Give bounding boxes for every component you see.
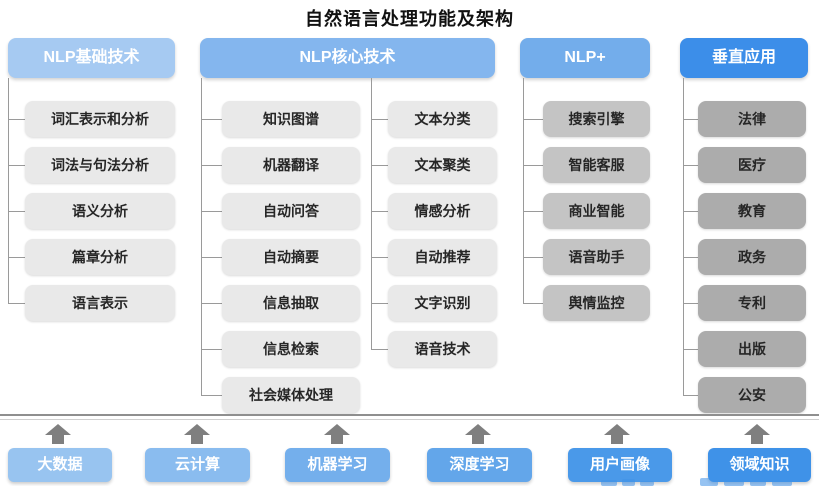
node-voice-assistant: 语音助手 — [543, 239, 650, 275]
connector-tick — [371, 349, 388, 350]
node-public-opinion-monitoring: 舆情监控 — [543, 285, 650, 321]
connector-tick — [371, 211, 388, 212]
up-arrow-icon — [744, 424, 770, 444]
connector-tick — [201, 395, 222, 396]
foundation-separator-line — [0, 414, 819, 420]
watermark-fragment — [601, 480, 617, 486]
node-medical: 医疗 — [698, 147, 806, 183]
node-knowledge-graph: 知识图谱 — [222, 101, 360, 137]
connector-tick — [523, 211, 543, 212]
connector-tick — [683, 119, 698, 120]
node-patent: 专利 — [698, 285, 806, 321]
node-semantic-analysis: 语义分析 — [25, 193, 175, 229]
connector-tick — [8, 303, 25, 304]
connector-trunk-col2-right — [371, 78, 372, 349]
foundation-deep-learning: 深度学习 — [427, 448, 532, 482]
header-nlp-plus: NLP+ — [520, 38, 650, 78]
connector-tick — [201, 119, 222, 120]
connector-tick — [523, 165, 543, 166]
connector-tick — [683, 395, 698, 396]
connector-tick — [371, 303, 388, 304]
up-arrow-icon — [184, 424, 210, 444]
connector-trunk-col2-left — [201, 78, 202, 395]
up-arrow-icon — [465, 424, 491, 444]
node-smart-customer-service: 智能客服 — [543, 147, 650, 183]
connector-tick — [371, 165, 388, 166]
connector-trunk-col1 — [8, 78, 9, 303]
node-machine-translation: 机器翻译 — [222, 147, 360, 183]
connector-tick — [201, 303, 222, 304]
up-arrow-icon — [324, 424, 350, 444]
node-publishing: 出版 — [698, 331, 806, 367]
node-education: 教育 — [698, 193, 806, 229]
up-arrow-icon — [45, 424, 71, 444]
connector-tick — [683, 165, 698, 166]
foundation-user-profile: 用户画像 — [568, 448, 672, 482]
connector-tick — [523, 303, 543, 304]
node-government: 政务 — [698, 239, 806, 275]
foundation-big-data: 大数据 — [8, 448, 112, 482]
connector-tick — [683, 257, 698, 258]
header-vertical-apps: 垂直应用 — [680, 38, 808, 78]
header-nlp-basic: NLP基础技术 — [8, 38, 175, 78]
node-information-retrieval: 信息检索 — [222, 331, 360, 367]
connector-tick — [201, 165, 222, 166]
node-law: 法律 — [698, 101, 806, 137]
connector-tick — [201, 257, 222, 258]
connector-tick — [8, 257, 25, 258]
header-nlp-core: NLP核心技术 — [200, 38, 495, 78]
node-social-media-processing: 社会媒体处理 — [222, 377, 360, 413]
watermark-fragment — [700, 478, 718, 486]
node-business-intelligence: 商业智能 — [543, 193, 650, 229]
connector-tick — [201, 349, 222, 350]
diagram-title: 自然语言处理功能及架构 — [305, 9, 514, 29]
connector-tick — [8, 211, 25, 212]
foundation-cloud-computing: 云计算 — [145, 448, 250, 482]
node-auto-summarization: 自动摘要 — [222, 239, 360, 275]
node-search-engine: 搜索引擎 — [543, 101, 650, 137]
connector-tick — [683, 349, 698, 350]
watermark-fragment — [750, 478, 766, 486]
node-language-representation: 语言表示 — [25, 285, 175, 321]
node-ocr: 文字识别 — [388, 285, 497, 321]
node-discourse-analysis: 篇章分析 — [25, 239, 175, 275]
connector-tick — [371, 257, 388, 258]
watermark-fragment — [724, 479, 744, 486]
node-auto-qa: 自动问答 — [222, 193, 360, 229]
connector-tick — [683, 211, 698, 212]
node-sentiment-analysis: 情感分析 — [388, 193, 497, 229]
connector-tick — [523, 119, 543, 120]
node-auto-recommendation: 自动推荐 — [388, 239, 497, 275]
connector-tick — [523, 257, 543, 258]
up-arrow-icon — [604, 424, 630, 444]
connector-tick — [201, 211, 222, 212]
connector-trunk-col3 — [523, 78, 524, 303]
node-speech-technology: 语音技术 — [388, 331, 497, 367]
watermark-fragment — [640, 481, 654, 486]
watermark-fragment — [772, 480, 792, 486]
connector-tick — [8, 165, 25, 166]
foundation-machine-learning: 机器学习 — [285, 448, 390, 482]
node-lexical-representation: 词汇表示和分析 — [25, 101, 175, 137]
watermark-fragment — [622, 479, 635, 486]
node-public-security: 公安 — [698, 377, 806, 413]
connector-tick — [8, 119, 25, 120]
foundation-domain-knowledge: 领域知识 — [708, 448, 811, 482]
connector-trunk-col4 — [683, 78, 684, 395]
node-information-extraction: 信息抽取 — [222, 285, 360, 321]
connector-tick — [371, 119, 388, 120]
connector-tick — [683, 303, 698, 304]
node-lexical-syntactic-analysis: 词法与句法分析 — [25, 147, 175, 183]
node-text-clustering: 文本聚类 — [388, 147, 497, 183]
node-text-classification: 文本分类 — [388, 101, 497, 137]
